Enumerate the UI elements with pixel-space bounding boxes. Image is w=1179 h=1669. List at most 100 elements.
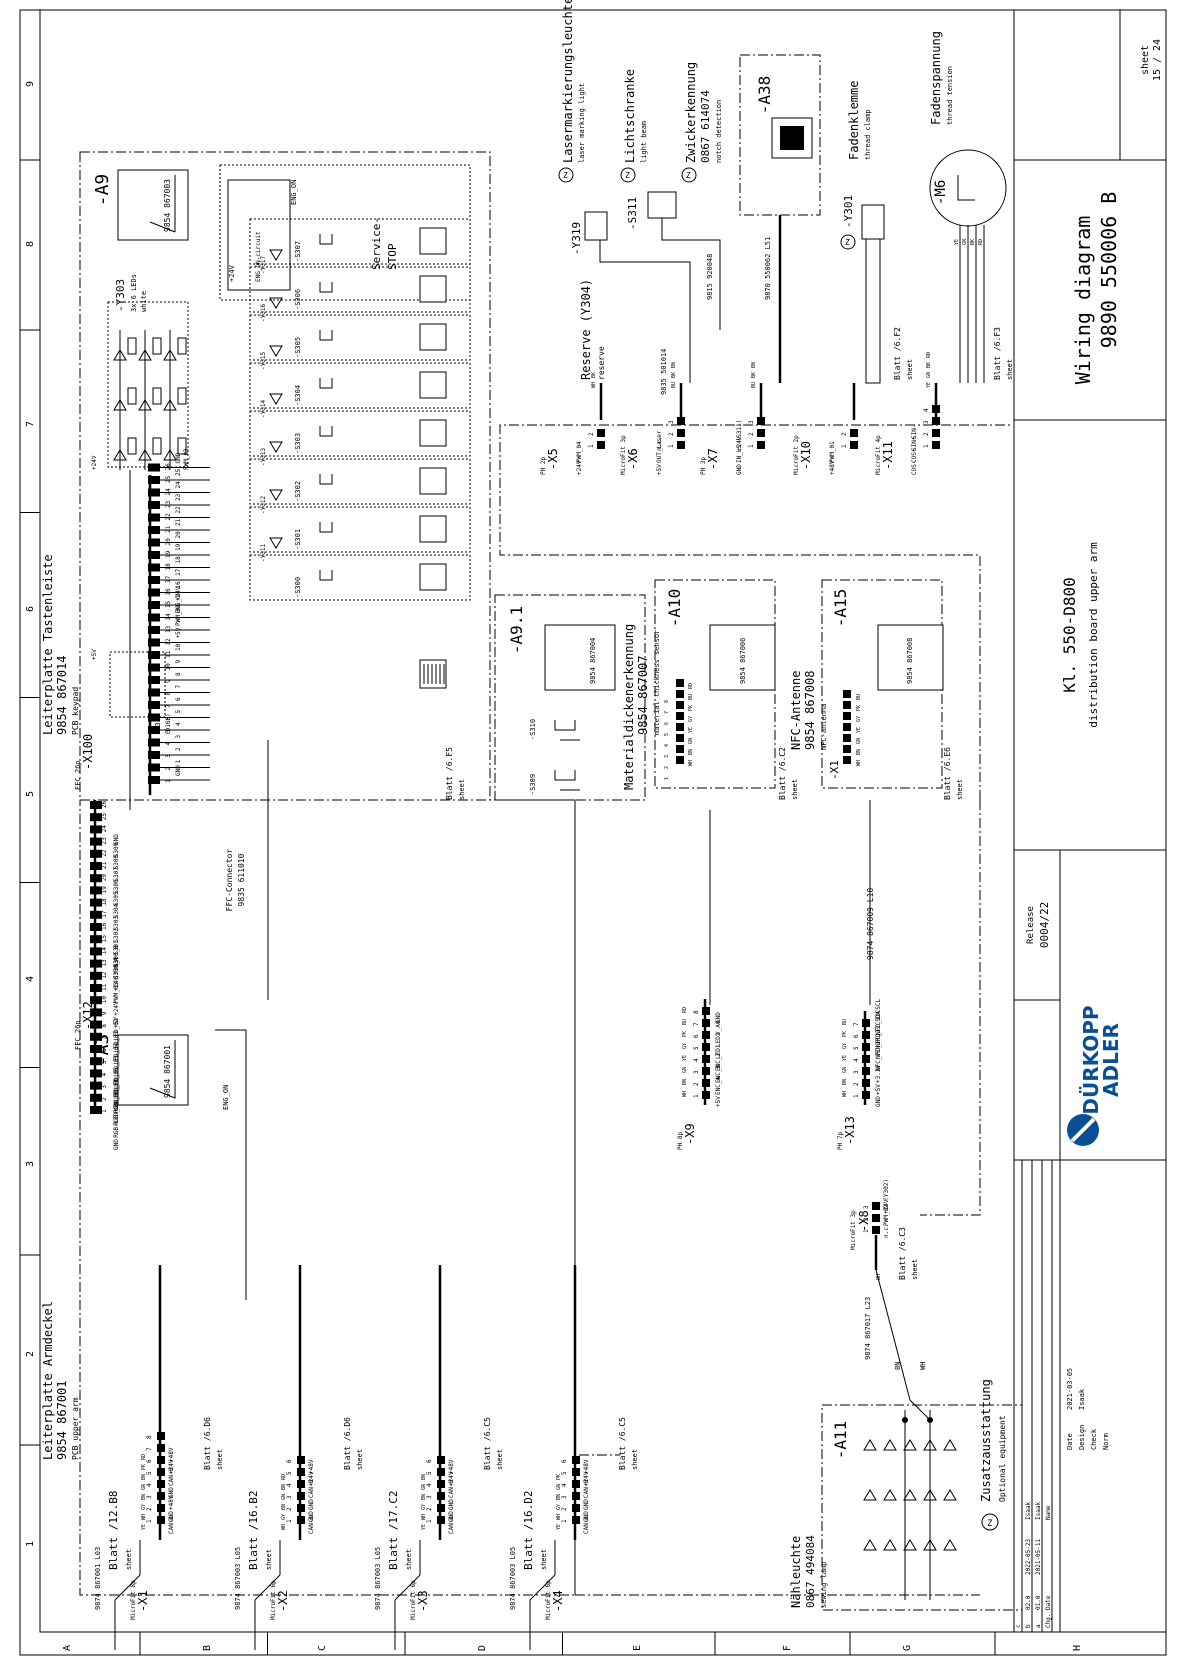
clamp-en: thread clamp — [864, 109, 872, 160]
x9-pin-num: 8 — [693, 1010, 700, 1014]
led-icon — [269, 537, 283, 549]
x13-pin-num: 5 — [853, 1046, 860, 1050]
conn-pin-label: +24V — [308, 1471, 315, 1486]
a10-en: material thickness sensor — [653, 630, 661, 735]
rev-cell: Isaak — [1025, 1502, 1032, 1520]
rconn-pin-label: GND — [736, 464, 743, 475]
conn-pin-num: 1 — [426, 1519, 433, 1523]
ffc-part: 9835 611010 — [237, 853, 246, 906]
outer-frame — [19, 9, 1167, 1656]
beam-de: Lichtschranke — [623, 69, 637, 163]
conn-pin-label: GND — [168, 1511, 175, 1522]
x100-pin-label: +5V — [175, 627, 182, 638]
x8-cable: 9874 867017 L23 — [864, 1297, 872, 1360]
x13-wire: GY — [842, 1043, 848, 1049]
x11-sheet: sheet — [1006, 359, 1014, 380]
conn-wire: GN — [141, 1484, 147, 1490]
brand-line2: ADLER — [1099, 1023, 1123, 1097]
reserve-cable: 9835 501014 — [660, 349, 668, 395]
conn-pin-num: 2 — [286, 1507, 293, 1511]
x12-pin-label: RGW-LED_RD — [113, 1077, 120, 1114]
x100-pin-num: 26 — [165, 463, 172, 471]
grid-row-label: D — [477, 1645, 488, 1651]
conn-pin-label: CAN-L — [308, 1516, 315, 1534]
conn-wire: BN — [421, 1494, 427, 1500]
conn-cable: 9874 867001 L03 — [94, 1547, 102, 1610]
motor-ref: -M6 — [933, 180, 949, 205]
y303-ref: -Y303 — [114, 279, 127, 312]
rconn-type: PH 3p — [700, 457, 707, 475]
x9-pin-label: ENC_Z — [715, 1053, 722, 1071]
motor-wire: BK — [970, 239, 976, 245]
x9-pin-label: LED1 — [715, 1044, 722, 1059]
x100-pin-num: 3 — [165, 754, 172, 758]
beam-cable: 9815 920048 — [706, 254, 714, 300]
rconn-pin-num: 3 — [668, 420, 675, 424]
x12-pin-num: 12 — [101, 971, 108, 979]
a11-de: Nähleuchte — [789, 1536, 803, 1608]
x9-blatt: Blatt /6.C2 — [778, 747, 787, 800]
title-text: Wiring diagram — [1071, 216, 1095, 385]
led-icon — [923, 1539, 937, 1551]
grid-row-label: E — [632, 1645, 643, 1651]
conn-pin-label: CAN-H — [308, 1480, 315, 1498]
rconn-wire: BU — [671, 382, 677, 388]
grid-col-label: 7 — [25, 421, 36, 427]
conn-dest: Blatt /12.B8 — [107, 1491, 120, 1570]
x13-pin-label: NFC_IRQ — [875, 1033, 882, 1059]
rconn-pin-num: 1 — [588, 444, 595, 448]
switch-ref: -S305 — [294, 337, 302, 358]
optional-de: Zusatzausstattung — [979, 1379, 993, 1502]
x100-pin-num: 5 — [165, 729, 172, 733]
a15-ref: -A15 — [831, 589, 850, 628]
a10-pin-num: 5 — [664, 733, 670, 736]
x100-pin-num: 1 — [165, 779, 172, 783]
a10-wire: PK — [688, 705, 694, 711]
a10-pin-num: 1 — [664, 777, 670, 780]
conn-dest: Blatt /17.C2 — [387, 1491, 400, 1570]
x12-connector: 1GND2RGB-LED_GN3RGB-LED_BU4RGW-LED_RD5LE… — [90, 800, 120, 1150]
rev-cell: Date — [1045, 1595, 1052, 1610]
x100-pin-label: +24V — [175, 586, 182, 601]
x12-pin-num: 4 — [101, 1072, 108, 1076]
led-icon — [269, 345, 283, 357]
conn-pin-num: 8 — [146, 1435, 153, 1439]
conn-pin-label: GND — [583, 1511, 590, 1522]
service-circuit: ENG_ON-circuit — [255, 231, 262, 282]
x12-pin-num: 25 — [101, 813, 108, 821]
x8-sheet: sheet — [911, 1259, 919, 1280]
x12-ref: -X12 — [81, 1001, 95, 1030]
switch-ref: -S306 — [294, 289, 302, 310]
reserve-de: Reserve (Y304) — [579, 279, 593, 380]
laser-en: laser marking light — [578, 83, 586, 163]
x12-pin-num: 13 — [101, 959, 108, 967]
peripherals: Reserve (Y304) reserve 9835 501014 -Y319… — [558, 0, 1014, 395]
notch-sym: Z — [686, 171, 691, 180]
x100-pin-num: 24 — [165, 488, 172, 496]
conn-pin-label: GND — [448, 1499, 455, 1510]
date-value: 2021-03-05 — [1066, 1368, 1074, 1410]
x12-pin-label: +24V — [113, 977, 120, 992]
check-label: Check — [1090, 1428, 1098, 1450]
x9-pin-num: 1 — [693, 1094, 700, 1098]
conn-blatt: Blatt /6.D6 — [203, 1417, 212, 1470]
x12-pin-label: S305 — [113, 891, 120, 906]
x8-pin-num: 3 — [863, 1205, 870, 1209]
conn-wire: BN — [141, 1494, 147, 1500]
inner-frame — [39, 9, 1167, 1633]
norm-label: Norm — [1102, 1433, 1110, 1450]
rconn-pin-label: IN_LS (S311) — [736, 420, 743, 463]
clamp-de: Fadenklemme — [847, 81, 861, 160]
grid-row-label: F — [782, 1645, 793, 1651]
x100-pin-label: GND — [175, 765, 182, 776]
a3-eng-on: ENG_ON — [222, 1085, 230, 1110]
x9-pin-label: GND — [715, 1012, 722, 1023]
x100-pin-num: 18 — [165, 563, 172, 571]
key-icon — [419, 323, 447, 351]
x12-pin-label: RGB-LED_BU — [113, 1089, 120, 1126]
rconn-wire: BU — [751, 382, 757, 388]
switch-icon — [319, 282, 333, 293]
x8-blatt: Blatt /6.C3 — [898, 1227, 907, 1280]
x12-pin-num: 8 — [101, 1024, 108, 1028]
